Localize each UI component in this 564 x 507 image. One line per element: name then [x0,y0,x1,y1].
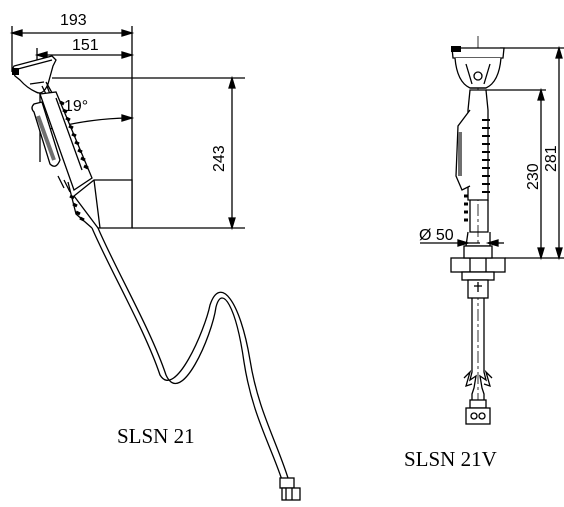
right-pipe-fitting [465,399,491,425]
left-handle [31,91,93,193]
left-hose [91,227,289,481]
dimension-151 [34,48,135,80]
left-model-label: SLSN 21 [117,424,195,448]
dim-label-243: 243 [211,145,228,172]
right-handle [455,89,491,247]
right-flange [450,245,506,299]
dimension-243 [52,75,245,231]
left-wall-bracket [67,179,133,229]
dim-label-281: 281 [543,145,560,172]
right-model-label: SLSN 21V [404,447,497,471]
dimension-281 [500,45,564,261]
left-hose-fitting [279,477,301,501]
dim-label-151: 151 [72,37,99,54]
dimension-230 [486,87,546,261]
right-bowl [451,46,505,89]
dim-label-230: 230 [525,163,542,190]
left-view [9,26,301,501]
right-pipe [463,298,493,400]
right-view [420,36,564,425]
left-bowl [11,55,57,103]
dim-label-angle: 19° [64,98,88,115]
dim-label-diameter: Ø 50 [419,227,454,244]
dim-label-193: 193 [60,12,87,29]
dimension-diameter [420,239,504,247]
